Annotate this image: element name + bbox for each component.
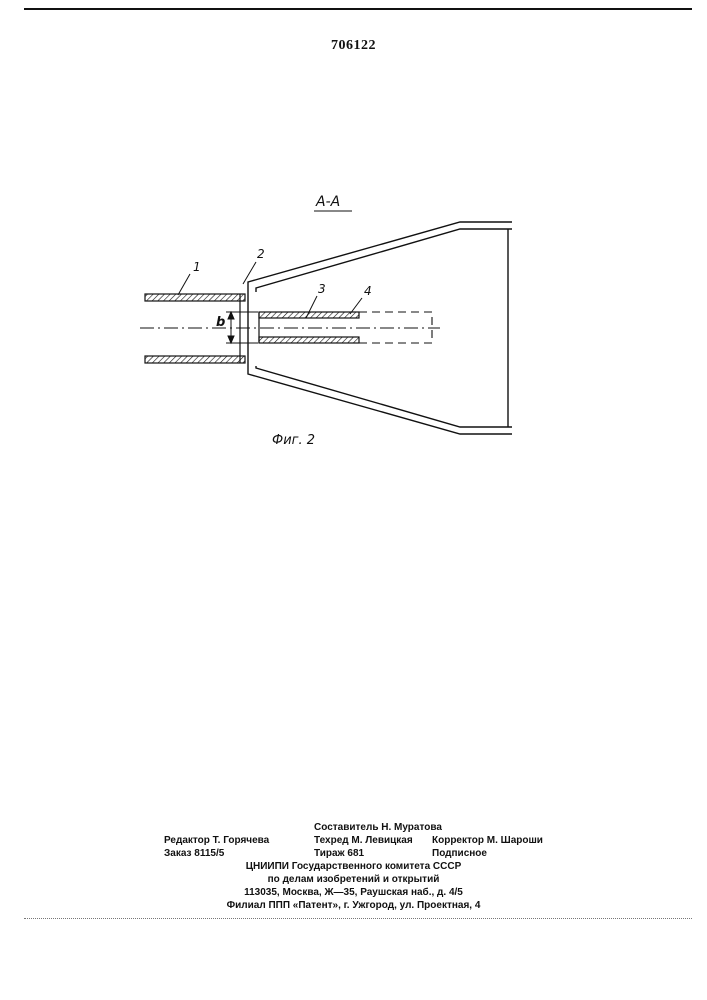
compiler: Составитель Н. Муратова: [314, 822, 442, 833]
editor: Редактор Т. Горячева: [164, 835, 269, 846]
circulation: Тираж 681: [314, 848, 364, 859]
bottom-rule: [24, 918, 692, 919]
subscription: Подписное: [432, 848, 487, 859]
order: Заказ 8115/5: [164, 848, 224, 859]
branch: Филиал ППП «Патент», г. Ужгород, ул. Про…: [0, 900, 707, 911]
techred: Техред М. Левицкая: [314, 835, 413, 846]
corrector: Корректор М. Шароши: [432, 835, 543, 846]
org-line-2: по делам изобретений и открытий: [0, 874, 707, 885]
address: 113035, Москва, Ж—35, Раушская наб., д. …: [0, 887, 707, 898]
org-line-1: ЦНИИПИ Государственного комитета СССР: [0, 861, 707, 872]
